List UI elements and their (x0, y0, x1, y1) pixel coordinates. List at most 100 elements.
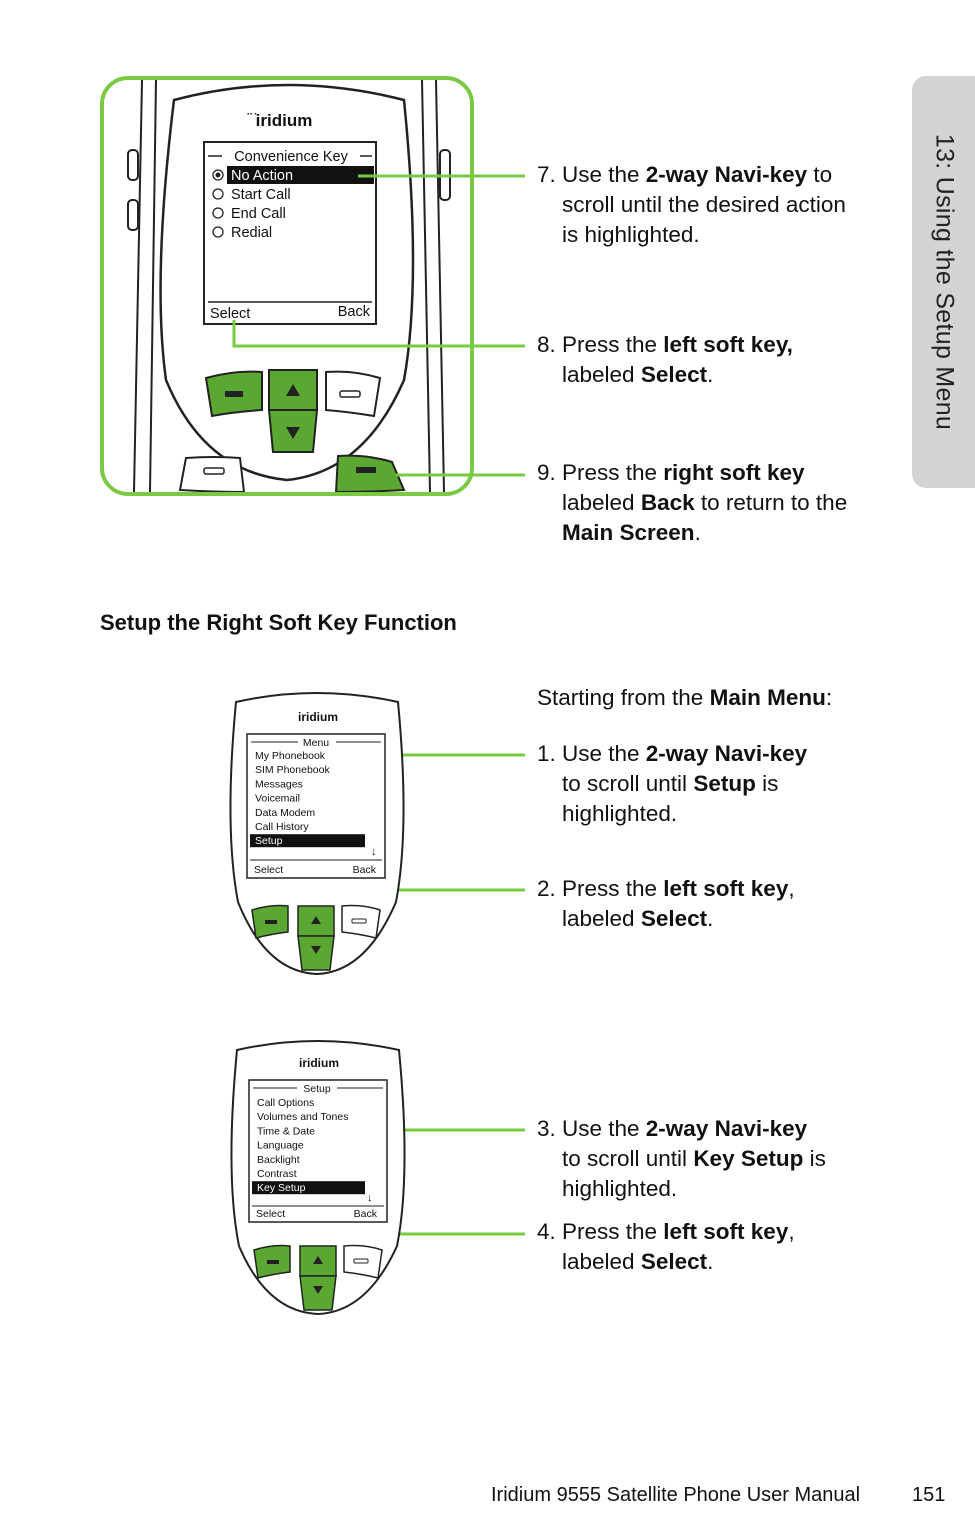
step-text: Select (640, 362, 708, 387)
step-text: Main Screen (562, 520, 695, 545)
menu-item[interactable]: Time & Date (257, 1125, 315, 1137)
step-text: left soft key (663, 1219, 789, 1244)
step-text: is (803, 1146, 826, 1171)
step-text: . (694, 520, 701, 545)
menu-item[interactable]: Language (257, 1140, 304, 1152)
menu-highlight (252, 1181, 365, 1195)
step-text: Key Setup (693, 1146, 804, 1171)
step-line: 3.Use the 2-way Navi-key (537, 1114, 826, 1144)
menu-item[interactable]: Volumes and Tones (257, 1111, 348, 1123)
step-text: 2-way Navi-key (645, 1116, 808, 1141)
step-text: to scroll until (562, 1146, 694, 1171)
brand-logo: iridium (299, 1056, 339, 1070)
svg-text:↓: ↓ (371, 846, 377, 858)
chapter-tab: 13: Using the Setup Menu (912, 76, 975, 488)
step-text: Press the (562, 332, 664, 357)
phone-screen (246, 733, 386, 879)
step-8: 8.Press the left soft key,labeled Select… (537, 330, 793, 390)
intro-text: Starting from the Main Menu: (537, 685, 833, 710)
brand-logo: iridium (256, 111, 313, 130)
screen-title: Setup (303, 1083, 331, 1095)
step-text: right soft key (663, 460, 805, 485)
step-text: Press the (562, 876, 664, 901)
step-number: 8. (537, 332, 556, 357)
option-label[interactable]: No Action (231, 168, 293, 184)
step-line: labeled Back to return to the (537, 488, 847, 518)
phone-illustration-convenience-key: iridium ⠒⠂ Convenience Key No ActionStar… (127, 80, 451, 492)
phone-illustration-frame (100, 76, 474, 496)
step-line: to scroll until Key Setup is (537, 1144, 826, 1174)
step-text: Setup (693, 771, 756, 796)
menu-item[interactable]: Key Setup (257, 1182, 306, 1194)
step-line: 4.Press the left soft key, (537, 1217, 795, 1247)
svg-text:↓: ↓ (367, 1192, 373, 1204)
step-line: to scroll until Setup is (537, 769, 807, 799)
radio-button[interactable] (212, 188, 224, 200)
radio-button[interactable] (212, 226, 224, 238)
step-text: labeled (562, 1249, 641, 1274)
step-line: highlighted. (537, 799, 807, 829)
menu-item[interactable]: Call Options (257, 1097, 314, 1109)
menu-item[interactable]: Data Modem (255, 807, 315, 819)
step-text: labeled (562, 362, 641, 387)
screen-right-soft-label: Back (338, 304, 371, 320)
step-text: labeled (562, 906, 641, 931)
menu-item[interactable]: SIM Phonebook (255, 764, 330, 776)
step-text: . (707, 906, 714, 931)
step-line: labeled Select. (537, 904, 795, 934)
screen-left-soft-label: Select (254, 864, 283, 876)
step-text: . (707, 362, 714, 387)
menu-item[interactable]: Call History (255, 821, 309, 833)
screen-title: Convenience Key (234, 149, 348, 165)
step-line: 7.Use the 2-way Navi-key to (537, 160, 846, 190)
step-number: 3. (537, 1116, 556, 1141)
svg-text:⠒⠂: ⠒⠂ (246, 110, 261, 121)
step-line: 1.Use the 2-way Navi-key (537, 739, 807, 769)
step-4: 4.Press the left soft key,labeled Select… (537, 1217, 795, 1277)
menu-item[interactable]: Contrast (257, 1168, 297, 1180)
phone-screen (248, 1079, 388, 1223)
step-text: Select (640, 1249, 708, 1274)
screen-right-soft-label: Back (354, 1208, 378, 1220)
right-soft-key[interactable] (334, 454, 406, 492)
screen-title: Menu (303, 737, 329, 749)
menu-item[interactable]: Voicemail (255, 793, 300, 805)
option-label[interactable]: End Call (231, 206, 286, 222)
step-text: Use the (562, 1116, 646, 1141)
option-label[interactable]: Start Call (231, 187, 291, 203)
step-line: 9.Press the right soft key (537, 458, 847, 488)
step-text: is highlighted. (562, 222, 700, 247)
step-line: Main Screen. (537, 518, 847, 548)
step-line: labeled Select. (537, 1247, 795, 1277)
step-text: . (707, 1249, 714, 1274)
radio-button[interactable] (212, 207, 224, 219)
step-text: highlighted. (562, 801, 678, 826)
menu-item[interactable]: Messages (255, 778, 303, 790)
step-line: 8.Press the left soft key, (537, 330, 793, 360)
step-text: Use the (562, 162, 646, 187)
step-text: to scroll until (562, 771, 694, 796)
chapter-tab-label: 13: Using the Setup Menu (930, 133, 958, 431)
step-text: left soft key, (663, 332, 793, 357)
step-text: Press the (562, 460, 664, 485)
menu-item[interactable]: Setup (255, 835, 283, 847)
step-text: Use the (562, 741, 646, 766)
step-text: 2-way Navi-key (645, 162, 808, 187)
step-text: highlighted. (562, 1176, 678, 1201)
step-text: to (807, 162, 833, 187)
menu-item[interactable]: Backlight (257, 1154, 300, 1166)
step-text: to return to the (694, 490, 848, 515)
brand-logo: iridium (298, 710, 338, 724)
step-line: 2.Press the left soft key, (537, 874, 795, 904)
step-line: highlighted. (537, 1174, 826, 1204)
menu-highlight (250, 834, 365, 848)
option-label[interactable]: Redial (231, 225, 272, 241)
step-line: labeled Select. (537, 360, 793, 390)
menu-item[interactable]: My Phonebook (255, 750, 326, 762)
